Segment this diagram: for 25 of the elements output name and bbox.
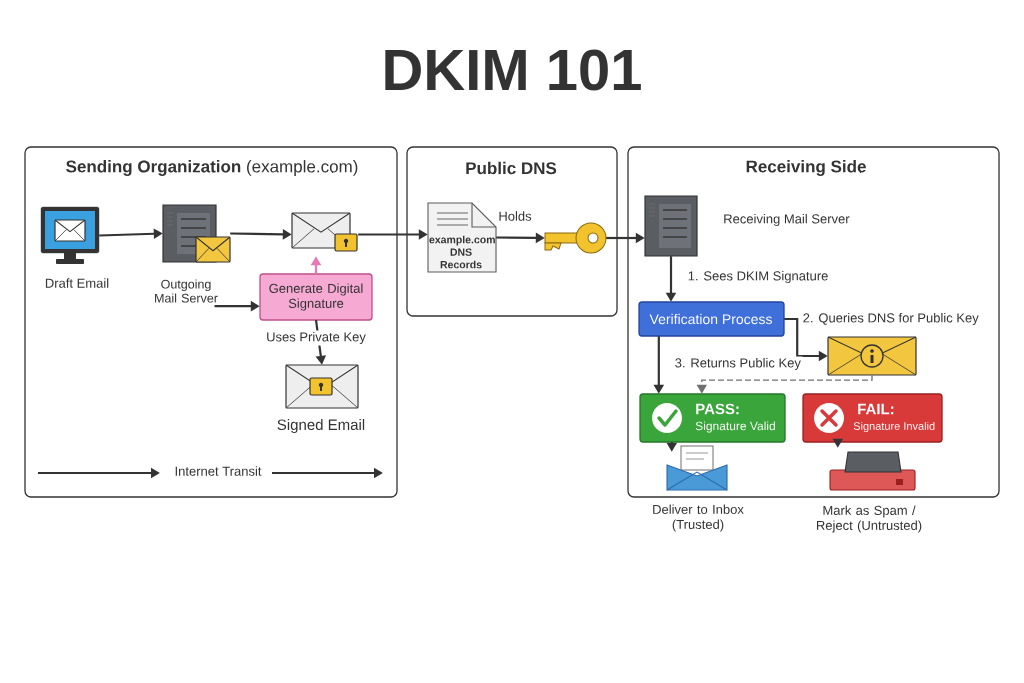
panel-title: Public DNS bbox=[466, 161, 557, 175]
key-icon bbox=[544, 222, 607, 254]
envelope-icon bbox=[291, 212, 358, 252]
node-label: Verification Process bbox=[649, 313, 772, 325]
envelope-icon bbox=[827, 336, 917, 376]
node-label: Signature Valid bbox=[695, 421, 775, 433]
node-label: Draft Email bbox=[45, 278, 109, 288]
panel-title: Receiving Side bbox=[746, 160, 866, 176]
node-label: Generate Digital Signature bbox=[269, 283, 363, 311]
node-label: Signature Invalid bbox=[853, 421, 935, 433]
edge-label: Uses Private Key bbox=[264, 330, 368, 346]
label: Internet Transit bbox=[175, 466, 262, 476]
title: DKIM 101 bbox=[385, 49, 641, 91]
node-label: PASS: bbox=[696, 403, 739, 415]
node-label: example.com DNS Records bbox=[429, 235, 495, 269]
node-label: FAIL: bbox=[858, 403, 894, 415]
node-label: Mark as Spam / Reject (Untrusted) bbox=[817, 505, 922, 533]
node-label: Deliver to Inbox (Trusted) bbox=[653, 504, 744, 532]
node-label: Receiving Mail Server bbox=[724, 213, 850, 227]
node-label: Signed Email bbox=[277, 419, 365, 433]
edge-label: 2. Queries DNS for Public Key bbox=[801, 311, 981, 327]
node-label: Outgoing Mail Server bbox=[155, 279, 218, 303]
edge-label: 1. Sees DKIM Signature bbox=[686, 269, 830, 285]
panel-title: Sending Organization (example.com) bbox=[66, 160, 358, 176]
edge-label: 3. Returns Public Key bbox=[673, 356, 803, 372]
